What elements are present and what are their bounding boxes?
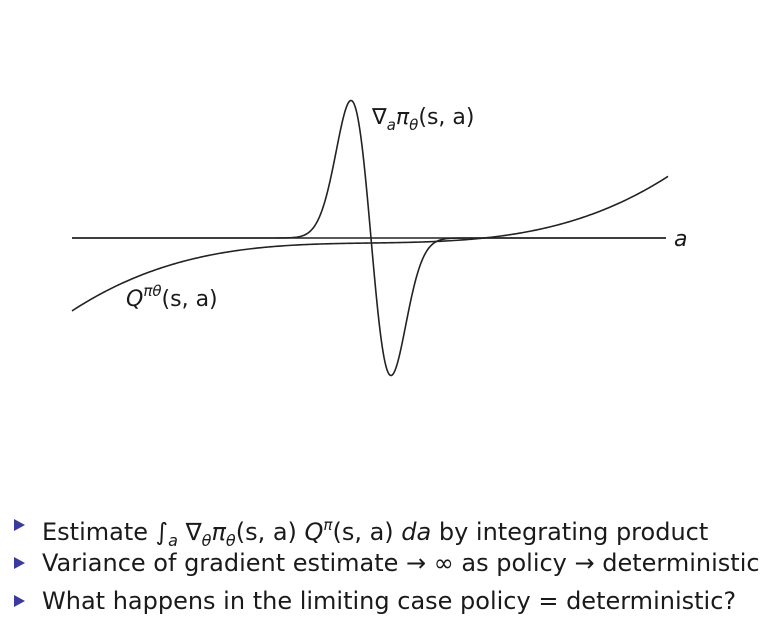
policy-gradient-diagram: a ∇aπθ(s, a) Qπθ(s, a)	[71, 99, 687, 377]
bullet-triangle-icon	[14, 519, 25, 531]
grad-policy-label: ∇aπθ(s, a)	[371, 105, 474, 134]
bullet-triangle-icon	[14, 595, 25, 607]
bullet-item-limiting-case: What happens in the limiting case policy…	[14, 582, 780, 620]
bullet-item-estimate: Estimate ∫a ∇θπθ(s, a) Qπ(s, a) da by in…	[14, 506, 780, 550]
q-function-label: Qπθ(s, a)	[126, 282, 218, 312]
q-function-curve	[71, 175, 669, 312]
grad-policy-curve	[72, 99, 666, 377]
axis-label: a	[674, 227, 687, 252]
bullet-item-variance: Variance of gradient estimate → ∞ as pol…	[14, 544, 780, 582]
bullet-triangle-icon	[14, 557, 25, 569]
bullet-list: Estimate ∫a ∇θπθ(s, a) Qπ(s, a) da by in…	[14, 506, 780, 620]
